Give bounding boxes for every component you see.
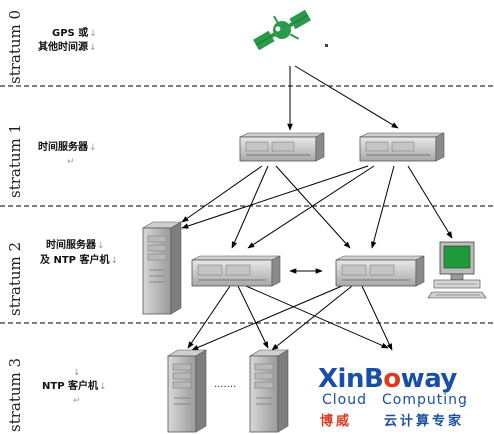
arrow-s1a-s2a xyxy=(231,165,269,249)
stratum-1-desc-line1: 时间服务器↓ xyxy=(38,142,97,153)
logo-o-mark: o xyxy=(383,364,401,394)
arrow-s2a-c3 xyxy=(245,285,389,349)
xinboway-logo: XinBoway xyxy=(318,364,457,394)
stratum-0-desc-line1: GPS 或↓ xyxy=(52,28,97,39)
arrow-s1b-s2a xyxy=(247,165,375,249)
arrow-s1a-tower xyxy=(181,165,263,223)
stratum-0-label: stratum 0 xyxy=(6,9,24,84)
arrow-s1b-ws xyxy=(407,165,453,239)
tower-server-icon xyxy=(141,221,183,315)
arrow-s2b-c2 xyxy=(271,285,353,351)
tier-separators xyxy=(0,85,494,324)
logo-cloud-text: Cloud xyxy=(322,392,367,408)
stratum-0-desc-line2: 其他时间源↓ xyxy=(38,42,97,53)
small-mark xyxy=(325,44,328,47)
tower-server-icon xyxy=(248,349,290,433)
stratum-3-mark: ↓ xyxy=(73,368,81,378)
server-icon xyxy=(191,255,281,287)
server-icon xyxy=(359,132,445,162)
logo-computing-text: Computing xyxy=(382,392,468,408)
connection-arrows xyxy=(181,65,453,351)
stratum-1-mark: ↵ xyxy=(67,157,75,167)
logo-cn-tagline: 云计算专家 xyxy=(384,414,465,429)
client-ellipsis: ....... xyxy=(214,379,237,390)
stratum-3-mark-2: ↵ xyxy=(73,396,81,406)
workstation-icon xyxy=(427,241,487,299)
stratum-2-desc-line2: 及 NTP 客户机↓ xyxy=(40,255,119,266)
tower-server-icon xyxy=(166,349,208,433)
stratum-3-label: stratum 3 xyxy=(6,357,24,432)
stratum-3-desc-line1: NTP 客户机↓ xyxy=(42,381,107,392)
arrow-s1a-s2b xyxy=(275,165,351,249)
stratum-2-desc-line1: 时间服务器↓ xyxy=(46,240,105,251)
logo-cn-brand: 博威 xyxy=(320,414,353,429)
stratum-2-label: stratum 2 xyxy=(6,241,24,316)
arrow-s2a-c1 xyxy=(187,285,231,349)
arrow-sat-s1b xyxy=(294,65,399,129)
server-icon xyxy=(239,132,325,162)
satellite-icon xyxy=(253,9,311,51)
arrow-s1b-tower xyxy=(181,165,369,229)
arrow-s2a-c2 xyxy=(237,285,269,349)
arrow-s2b-c3 xyxy=(361,285,393,351)
server-icon xyxy=(335,255,425,287)
arrow-s2b-c1 xyxy=(191,285,343,351)
arrow-s1b-s2b xyxy=(370,165,395,249)
stratum-1-label: stratum 1 xyxy=(6,123,24,198)
